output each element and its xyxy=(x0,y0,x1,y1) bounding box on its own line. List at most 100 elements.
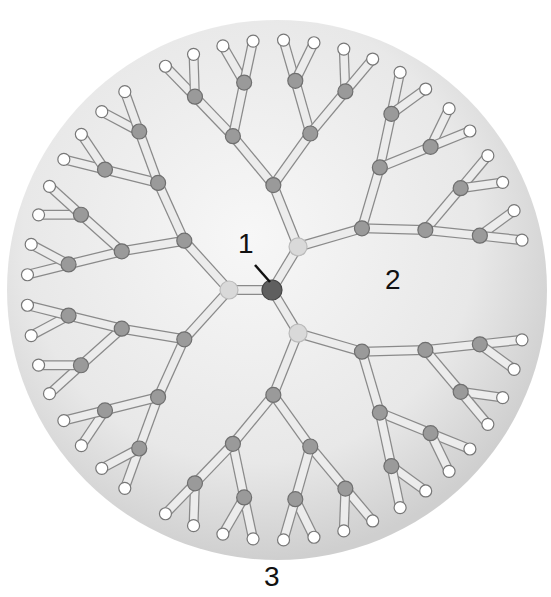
terminal-group xyxy=(188,520,200,532)
branch-unit xyxy=(61,308,76,323)
callout-number: 3 xyxy=(264,563,280,591)
terminal-group xyxy=(278,534,290,546)
bond xyxy=(310,447,345,489)
branch-unit xyxy=(338,481,353,496)
branch-unit xyxy=(187,89,202,104)
bond xyxy=(273,333,298,395)
terminal-group xyxy=(443,465,455,477)
bond-outline xyxy=(233,444,244,498)
terminal-group xyxy=(119,86,131,98)
bond-outline xyxy=(195,97,233,137)
terminal-group xyxy=(394,66,406,78)
branch-unit xyxy=(132,124,147,139)
branch-units xyxy=(21,34,528,546)
branch-unit xyxy=(61,257,76,272)
bond-outline xyxy=(273,395,310,447)
bond-outline xyxy=(425,188,460,230)
bond-outline xyxy=(310,447,345,489)
bond-outline xyxy=(273,185,298,247)
branch-unit xyxy=(177,332,192,347)
bond xyxy=(81,215,122,252)
terminal-group xyxy=(217,40,229,52)
terminal-group xyxy=(482,150,494,162)
branch-bonds xyxy=(27,40,522,540)
bond-outline xyxy=(233,83,244,137)
terminal-group xyxy=(482,418,494,430)
branch-unit xyxy=(177,233,192,248)
branch-unit xyxy=(418,223,433,238)
branch-unit xyxy=(73,207,88,222)
terminal-group xyxy=(21,269,33,281)
terminal-group xyxy=(394,502,406,514)
bond-outline xyxy=(362,352,380,413)
sphere xyxy=(7,20,547,560)
terminal-group xyxy=(25,238,37,250)
branch-unit xyxy=(266,387,281,402)
bond-outline xyxy=(380,413,392,467)
branch-unit xyxy=(151,175,166,190)
terminal-group xyxy=(25,330,37,342)
bond xyxy=(362,228,425,230)
bond-outline xyxy=(105,397,158,410)
branch-unit xyxy=(384,459,399,474)
bond xyxy=(122,329,185,340)
bond-outline xyxy=(362,228,425,230)
bond-outline xyxy=(233,136,273,185)
bond-outline xyxy=(295,447,310,500)
bond xyxy=(233,136,273,185)
branch-unit xyxy=(372,405,387,420)
bond-outline xyxy=(295,81,310,134)
terminal-group xyxy=(96,462,108,474)
branch-unit xyxy=(423,426,438,441)
terminal-group xyxy=(367,53,379,65)
bond xyxy=(184,290,229,339)
bond xyxy=(295,81,310,134)
branch-unit xyxy=(73,358,88,373)
branch-unit xyxy=(237,75,252,90)
branch-unit xyxy=(187,476,202,491)
bond xyxy=(105,397,158,410)
core xyxy=(262,280,282,300)
bond xyxy=(233,395,273,444)
bond-outline xyxy=(122,329,185,340)
bond xyxy=(195,97,233,137)
branch-unit xyxy=(97,403,112,418)
terminal-group xyxy=(217,528,229,540)
branch-unit xyxy=(472,337,487,352)
terminal-group xyxy=(464,125,476,137)
bond-outline xyxy=(158,339,184,397)
bond xyxy=(158,183,184,241)
bond xyxy=(362,167,380,228)
terminal-group xyxy=(33,209,45,221)
branch-unit xyxy=(288,492,303,507)
branch-unit xyxy=(220,281,238,299)
bond xyxy=(273,395,310,447)
bond-outline xyxy=(233,395,273,444)
terminal-group xyxy=(278,34,290,46)
terminal-group xyxy=(338,43,350,55)
terminal-group xyxy=(420,485,432,497)
bond xyxy=(139,132,158,183)
terminal-group xyxy=(338,525,350,537)
bond-outline xyxy=(298,228,362,247)
bond-outline xyxy=(81,215,122,252)
bond-outline xyxy=(184,290,229,339)
terminal-group xyxy=(516,334,528,346)
branch-unit xyxy=(266,178,281,193)
leader-line xyxy=(255,265,270,282)
bond-outline xyxy=(158,183,184,241)
terminal-group xyxy=(516,234,528,246)
bond xyxy=(122,241,185,252)
terminal-group xyxy=(188,48,200,60)
terminal-group xyxy=(75,128,87,140)
branch-unit xyxy=(303,126,318,141)
bond-outline xyxy=(195,444,233,484)
branch-unit xyxy=(453,384,468,399)
branch-unit xyxy=(237,490,252,505)
bond-outline xyxy=(298,333,362,352)
bond xyxy=(425,344,479,350)
bond xyxy=(362,350,425,352)
branch-unit xyxy=(225,129,240,144)
bond-outline xyxy=(380,147,431,168)
bond xyxy=(81,329,122,366)
